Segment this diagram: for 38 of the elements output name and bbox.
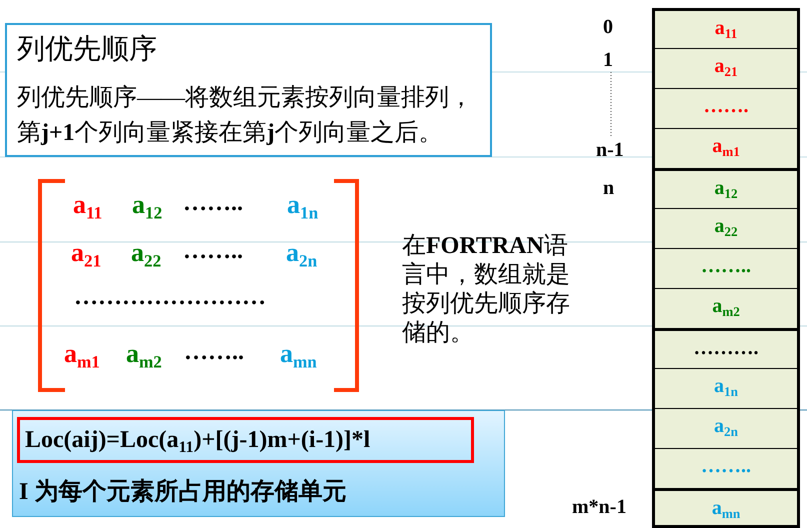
ellipsis: …….. [183, 238, 243, 266]
memory-cell: a$_{12}$ [652, 168, 800, 209]
matrix-element: a$_{11}$ [73, 190, 102, 220]
index-label: 1 [603, 49, 613, 72]
memory-cell: a$_{11}$ [652, 8, 800, 49]
memory-cell: a$_{2n}$ [652, 408, 800, 449]
memory-cell: a$_{m1}$ [652, 128, 800, 169]
matrix-element: a$_{mn}$ [280, 339, 317, 369]
matrix-element: a$_{1n}$ [287, 190, 318, 220]
memory-cell: a$_{mn}$ [652, 488, 800, 528]
panel-text: 列优先顺序——将数组元素按列向量排列，第j+1个列向量紧接在第j个列向量之后。 [17, 84, 474, 148]
matrix-element: a$_{m1}$ [64, 339, 100, 369]
memory-cell: …….. [652, 448, 800, 489]
matrix-element: a$_{m2}$ [126, 339, 162, 369]
index-label: m*n-1 [572, 496, 626, 519]
matrix-element: a$_{12}$ [132, 190, 162, 220]
memory-cell: a$_{21}$ [652, 48, 800, 89]
memory-cell: ………. [652, 328, 800, 369]
note-text: I 为每个元素所占用的存储单元 [19, 478, 346, 507]
ellipsis: …….. [184, 339, 244, 367]
ellipsis: …………………… [74, 284, 266, 312]
formula-panel [12, 410, 505, 517]
matrix-element: a$_{21}$ [71, 238, 102, 268]
ellipsis: …….. [183, 190, 243, 218]
index-label: n [603, 177, 614, 200]
matrix-element: a$_{22}$ [131, 238, 162, 268]
formula-box: Loc(aij)=Loc(a$_{11}$)+[(j-1)m+(i-1)]*l [17, 417, 474, 463]
memory-cell: ……. [652, 88, 800, 129]
index-label: 0 [603, 16, 613, 39]
matrix-element: a$_{2n}$ [286, 238, 318, 268]
memory-cell: a$_{m2}$ [652, 288, 800, 329]
panel-heading: 列优先顺序 [17, 33, 157, 67]
memory-cell: …….. [652, 248, 800, 289]
text-panel [5, 23, 492, 157]
memory-cell: a$_{1n}$ [652, 368, 800, 409]
note-text: 在FORTRAN语言中，数组就是按列优先顺序存储的。 [402, 232, 571, 348]
memory-cell: a$_{22}$ [652, 208, 800, 249]
index-label: n-1 [596, 139, 624, 162]
